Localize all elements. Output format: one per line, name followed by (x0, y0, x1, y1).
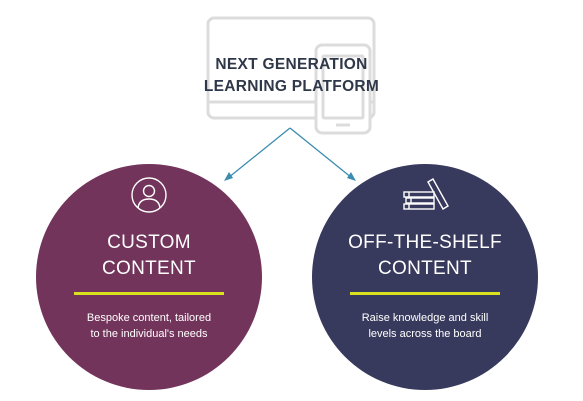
custom-description-line-1: Bespoke content, tailored (86, 312, 212, 324)
arrow-right-head (347, 172, 356, 181)
off-the-shelf-description-line-2: levels across the board (368, 328, 482, 340)
books-icon (403, 178, 449, 210)
arrow-left-line (227, 127, 291, 179)
person-icon (131, 177, 167, 213)
connector-arrows (227, 127, 353, 179)
custom-description-line-2: to the individual's needs (90, 328, 208, 340)
off-the-shelf-heading-line-2: CONTENT (378, 258, 472, 279)
off-the-shelf-circle: OFF-THE-SHELF CONTENT Raise knowledge an… (312, 164, 538, 390)
custom-content-circle: CUSTOM CONTENT Bespoke content, tailored… (36, 164, 262, 390)
custom-heading-line-2: CONTENT (102, 258, 196, 279)
off-the-shelf-heading-line-1: OFF-THE-SHELF (348, 232, 502, 253)
title-line-1: NEXT GENERATION (215, 56, 368, 73)
accent-divider (74, 292, 224, 295)
devices-icon (206, 16, 376, 135)
title-line-2: LEARNING PLATFORM (203, 78, 380, 95)
arrow-right-line (289, 127, 353, 179)
custom-heading-line-1: CUSTOM (107, 232, 191, 253)
arrow-left-head (224, 172, 233, 181)
off-the-shelf-description-line-1: Raise knowledge and skill (361, 312, 489, 324)
accent-divider (350, 292, 500, 295)
